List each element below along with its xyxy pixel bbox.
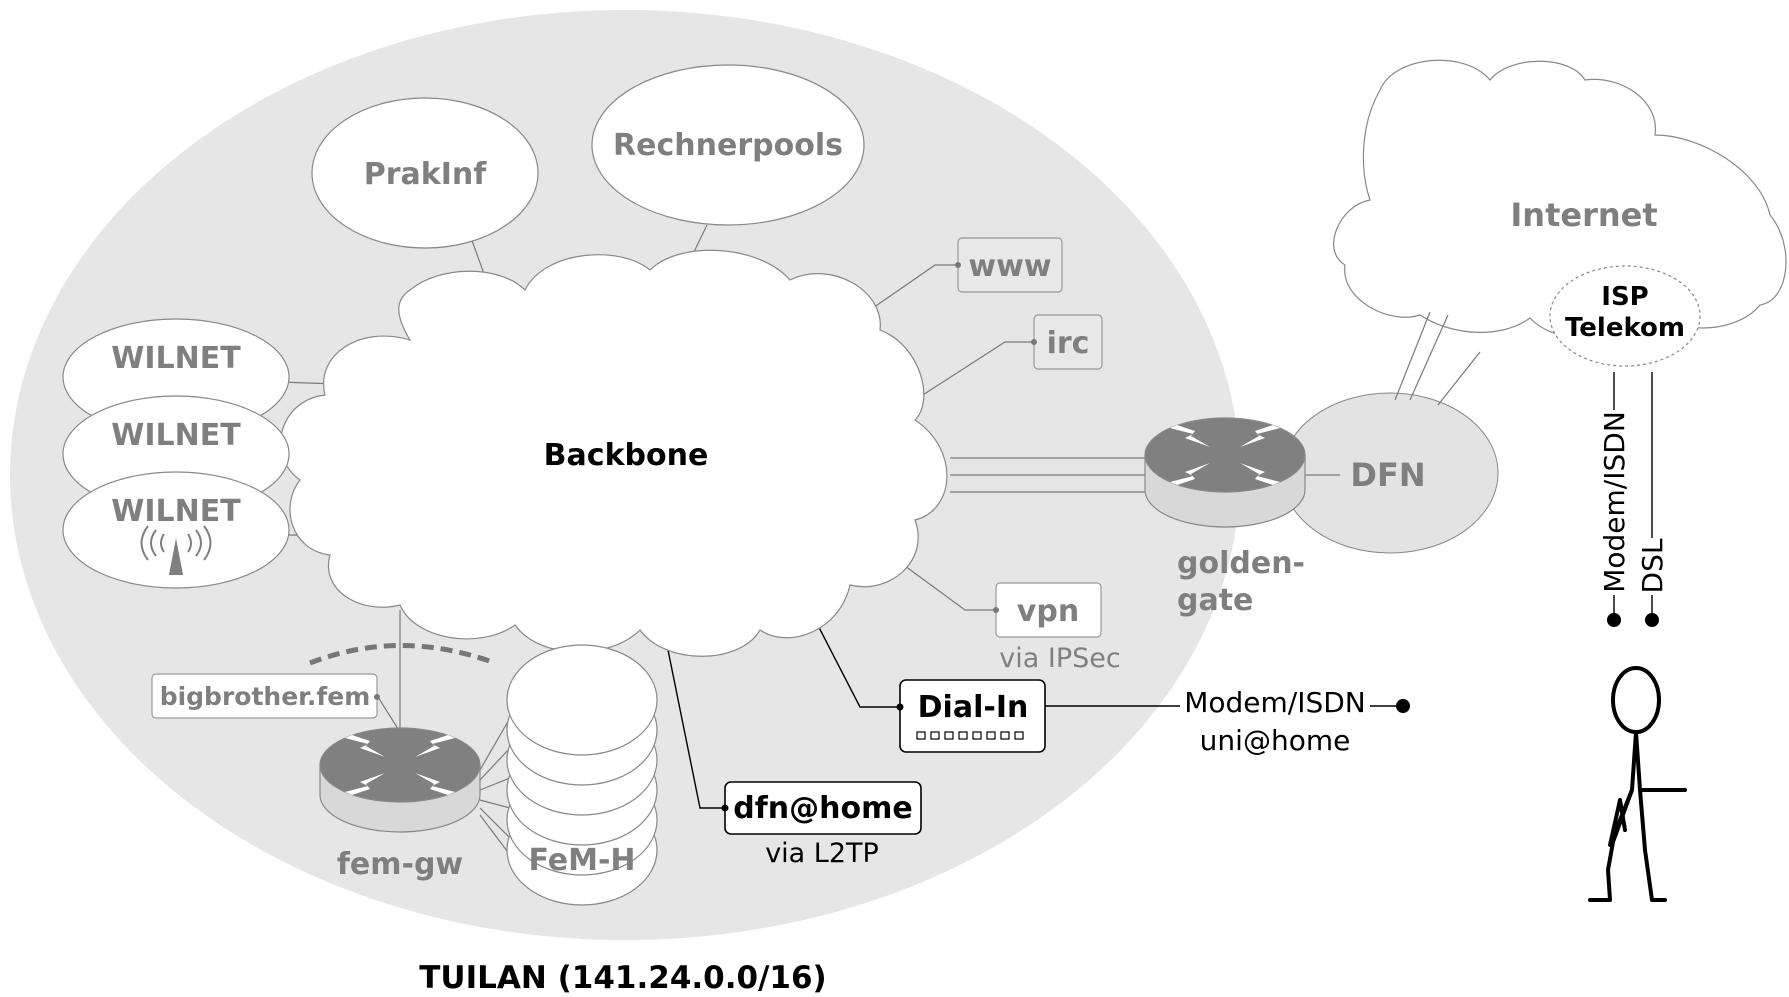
fem-gw-label: fem-gw — [337, 847, 463, 882]
wilnet-label-2: WILNET — [111, 418, 241, 453]
goldengate-label-1: golden- — [1177, 546, 1305, 581]
user-figure-icon — [1588, 666, 1687, 902]
prakinf-node — [311, 97, 539, 249]
dialin-modem-label: Modem/ISDN — [1184, 686, 1366, 719]
fem-gw-router-icon — [319, 727, 481, 833]
internet-label: Internet — [1510, 196, 1657, 234]
dialin-label: Dial-In — [918, 690, 1029, 725]
rechnerpools-node — [591, 64, 865, 226]
www-label: www — [968, 249, 1051, 284]
www-port — [955, 262, 961, 268]
isp-label-2: Telekom — [1565, 313, 1685, 343]
dialin-note: uni@home — [1200, 724, 1351, 757]
rechnerpools-label: Rechnerpools — [613, 128, 843, 163]
bigbrother-dashed-arc — [309, 643, 496, 666]
dfnhome-port — [721, 804, 729, 812]
wilnet-label-1: WILNET — [111, 341, 241, 376]
tuilan-title: TUILAN (141.24.0.0/16) — [419, 960, 826, 996]
wilnet-node-3: WILNET — [62, 471, 290, 589]
modem-isdn-label: Modem/ISDN — [1598, 411, 1631, 593]
modem-isdn-endpoint — [1607, 613, 1621, 627]
dialin-ports-icon — [916, 731, 1024, 740]
vpn-port — [993, 607, 999, 613]
vpn-label: vpn — [1017, 594, 1079, 629]
goldengate-router-icon — [1144, 417, 1306, 528]
irc-label: irc — [1047, 326, 1090, 361]
vpn-note: via IPSec — [999, 643, 1120, 674]
dsl-label: DSL — [1636, 538, 1669, 593]
isp-label-1: ISP — [1601, 282, 1648, 312]
isp-telekom-ellipse — [1549, 265, 1701, 367]
bigbrother-port — [374, 694, 380, 700]
dsl-endpoint — [1645, 613, 1659, 627]
wifi-antenna-icon — [140, 525, 212, 575]
backbone-cloud — [280, 249, 948, 657]
internet-cloud — [1333, 59, 1787, 341]
uni-home-endpoint — [1396, 699, 1410, 713]
bigbrother-label: bigbrother.fem — [160, 682, 371, 711]
dsl-link: DSL — [1636, 538, 1669, 595]
prakinf-label: PrakInf — [364, 157, 487, 192]
wilnet-label-3: WILNET — [111, 494, 241, 529]
dialin-port — [896, 703, 904, 711]
dfnhome-label: dfn@home — [733, 791, 912, 826]
femh-disk-stack — [506, 644, 658, 906]
goldengate-label-2: gate — [1177, 583, 1253, 618]
irc-port — [1031, 339, 1037, 345]
dfn-label: DFN — [1350, 456, 1425, 494]
dfnhome-note: via L2TP — [765, 838, 879, 869]
femh-label: FeM-H — [528, 843, 635, 878]
backbone-label: Backbone — [544, 438, 709, 473]
modem-isdn-link: Modem/ISDN — [1598, 410, 1631, 595]
